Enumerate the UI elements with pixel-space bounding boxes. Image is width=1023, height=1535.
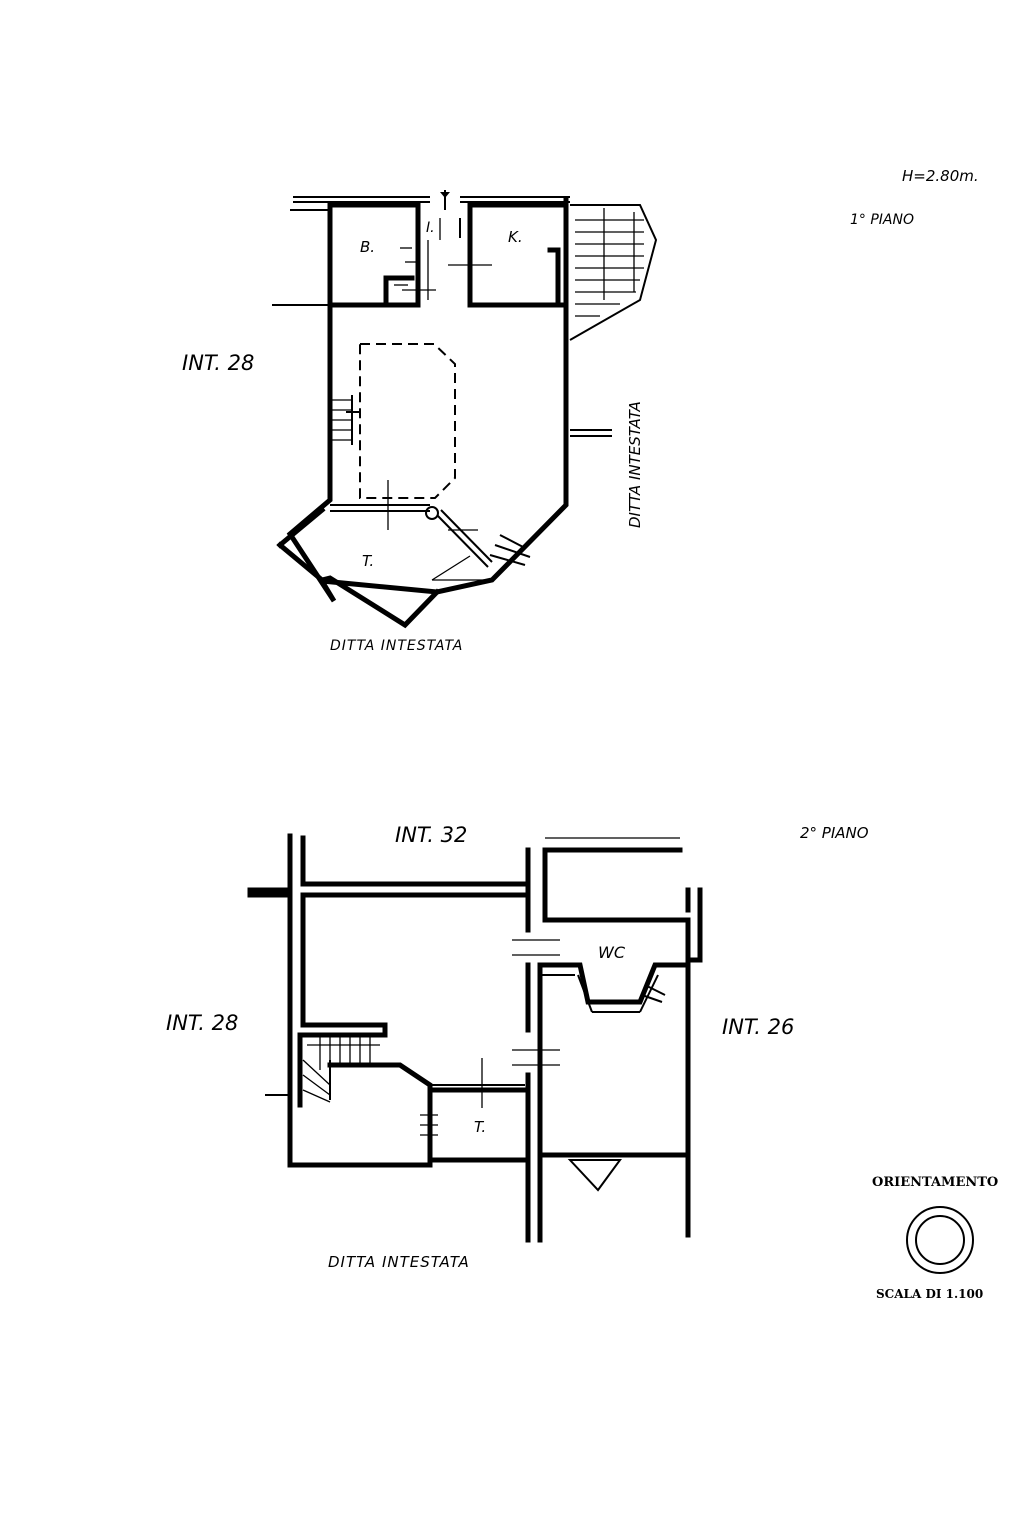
floor2-neighbor-west: INT. 28 [166,1011,238,1035]
floor1-room-bath: B. [360,238,375,256]
floor1-neighbor-west: INT. 28 [182,351,254,375]
exterior-stair-floor1 [569,204,658,437]
legend: ORIENTAMENTO SCALA DI 1.100 [872,1175,998,1301]
scale-label: SCALA DI 1.100 [876,1287,983,1301]
floor1-plan: B. I. K. T. INT. 28 DITTA INTESTATA DITT… [182,190,658,654]
floor2-room-terrace: T. [474,1118,486,1136]
floor1-room-kitchen: K. [508,228,523,246]
compass-icon [906,1206,974,1274]
floor1-room-ingress: I. [426,220,435,236]
ceiling-height-label: H=2.80m. [902,167,979,185]
floor2-neighbor-north: INT. 32 [395,823,467,847]
floor1-neighbor-east: DITTA INTESTATA [626,401,644,528]
floor1-room-terrace: T. [362,552,374,570]
floor2-neighbor-east: INT. 26 [722,1015,794,1039]
floor2-neighbor-south: DITTA INTESTATA [328,1253,470,1271]
dashed-outline [359,343,456,499]
orientation-label: ORIENTAMENTO [872,1175,998,1190]
stair-floor2 [265,1022,388,1108]
floor1-title: 1° PIANO [850,212,914,228]
floor2-room-wc: WC [598,943,626,962]
floor1-neighbor-south: DITTA INTESTATA [330,638,463,654]
stair-floor1 [330,395,360,445]
floor2-title: 2° PIANO [800,824,869,842]
floor2-plan: 2° PIANO [166,823,869,1271]
